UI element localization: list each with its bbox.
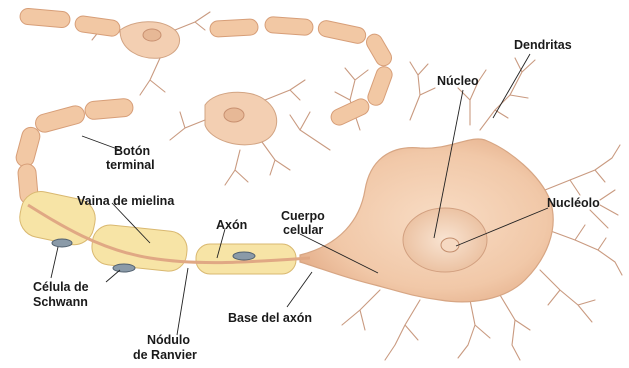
label-axon: Axón (216, 218, 247, 232)
label-base: Base del axón (228, 311, 312, 325)
background-neuron-top (120, 22, 180, 59)
label-nucleolo: Nucléolo (547, 196, 600, 210)
label-cuerpo-line1: Cuerpo (281, 209, 325, 223)
label-nodulo-line2: de Ranvier (133, 348, 197, 362)
label-vaina: Vaina de mielina (77, 194, 175, 208)
label-celula-line1: Célula de (33, 280, 89, 294)
label-boton-line1: Botón (114, 144, 150, 158)
label-celula-line2: Schwann (33, 295, 88, 309)
label-dendritas: Dendritas (514, 38, 572, 52)
label-nucleo: Núcleo (437, 74, 479, 88)
label-boton-line2: terminal (106, 158, 155, 172)
label-nodulo-line1: Nódulo (147, 333, 190, 347)
nucleolus (441, 238, 459, 252)
label-cuerpo-line2: celular (283, 223, 323, 237)
